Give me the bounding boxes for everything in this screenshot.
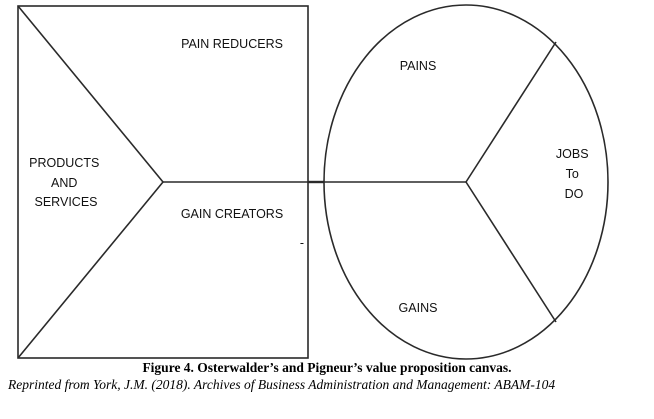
value-proposition-canvas: PAIN REDUCERS PRODUCTS AND SERVICES GAIN… xyxy=(17,4,609,360)
value-map-lower-divider xyxy=(17,181,164,359)
gains-label: GAINS xyxy=(399,301,438,315)
figure-caption-source: Reprinted from York, J.M. (2018). Archiv… xyxy=(8,377,556,392)
customer-profile: PAINS JOBS To DO GAINS xyxy=(323,4,609,360)
gain-creators-label: GAIN CREATORS xyxy=(181,207,283,221)
customer-profile-lower-divider xyxy=(465,181,557,323)
customer-profile-upper-divider xyxy=(465,41,557,183)
figure-caption-title: Figure 4. Osterwalder’s and Pigneur’s va… xyxy=(142,360,512,375)
products-services-label: PRODUCTS AND SERVICES xyxy=(29,156,103,209)
pains-label: PAINS xyxy=(400,59,437,73)
value-map-upper-divider xyxy=(17,5,164,183)
value-map: PAIN REDUCERS PRODUCTS AND SERVICES GAIN… xyxy=(17,5,309,359)
stray-mark: - xyxy=(300,236,304,250)
jobs-to-do-label: JOBS To DO xyxy=(556,147,592,201)
pain-relievers-label: PAIN REDUCERS xyxy=(181,37,283,51)
